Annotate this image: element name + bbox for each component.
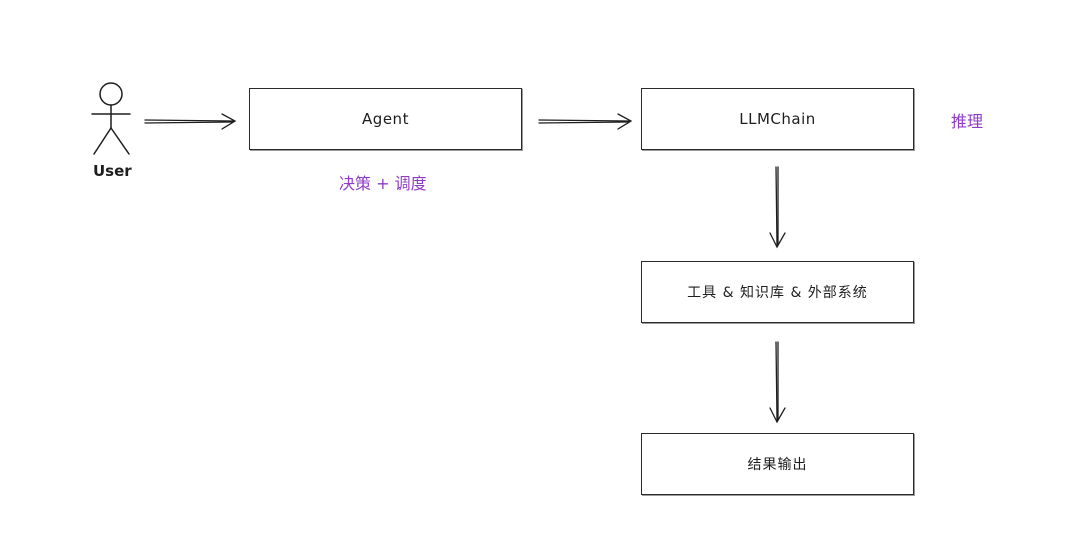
llmchain-label: LLMChain <box>739 110 816 128</box>
arrow-tools-to-result <box>769 341 786 424</box>
llmchain-node: LLMChain <box>641 88 914 150</box>
arrow-agent-to-llmchain <box>538 113 633 130</box>
result-node: 结果输出 <box>641 433 914 495</box>
agent-label: Agent <box>362 110 409 128</box>
result-label: 结果输出 <box>747 457 808 473</box>
agent-annotation: 决策 + 调度 <box>339 174 427 193</box>
user-figure-icon <box>91 82 131 155</box>
arrow-user-to-agent <box>144 113 237 130</box>
agent-node: Agent <box>249 88 522 150</box>
arrow-llmchain-to-tools <box>769 166 786 249</box>
user-label: User <box>93 162 132 180</box>
llmchain-annotation: 推理 <box>951 112 984 131</box>
tools-node: 工具 & 知识库 & 外部系统 <box>641 261 914 323</box>
tools-label: 工具 & 知识库 & 外部系统 <box>687 285 868 301</box>
